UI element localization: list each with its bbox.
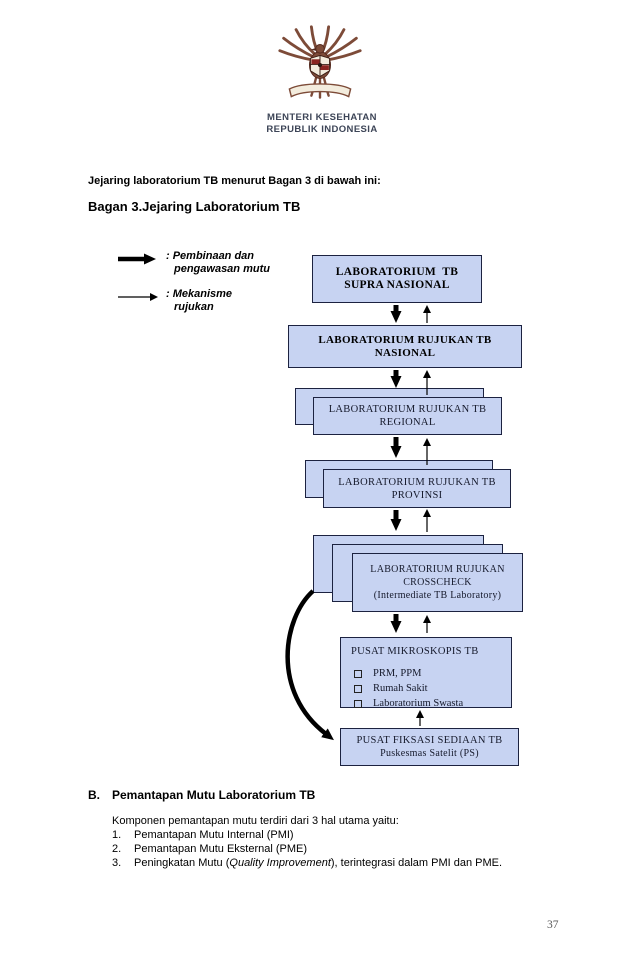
bullet-item-text: PRM, PPM xyxy=(373,668,422,679)
list-item: Rumah Sakit xyxy=(351,681,428,696)
square-bullet-icon xyxy=(354,699,362,708)
garuda-head xyxy=(315,44,325,54)
flow-box-rujukan-crosscheck: LABORATORIUM RUJUKAN CROSSCHECK (Interme… xyxy=(352,553,523,612)
bullet-item-text: Laboratorium Swasta xyxy=(373,698,464,709)
flow-box-rujukan-provinsi: LABORATORIUM RUJUKAN TB PROVINSI xyxy=(323,469,511,508)
list-item: 3.Peningkatan Mutu (Quality Improvement)… xyxy=(112,857,503,869)
list-item-text: Pemantapan Mutu Eksternal (PME) xyxy=(134,843,308,855)
flow-box-supra-nasional: LABORATORIUM TB SUPRA NASIONAL xyxy=(312,255,482,303)
ministry-line2: REPUBLIK INDONESIA xyxy=(266,123,378,135)
square-bullet-icon xyxy=(354,684,362,693)
list-item: PRM, PPM xyxy=(351,666,421,681)
flow-box-pusat-mikroskopis: PUSAT MIKROSKOPIS TB PRM, PPM Rumah Saki… xyxy=(340,637,512,711)
page-number: 37 xyxy=(547,919,559,931)
list-item: 1.Pemantapan Mutu Internal (PMI) xyxy=(112,829,294,841)
list-item-text: Pemantapan Mutu Internal (PMI) xyxy=(134,829,294,841)
intro-text: Jejaring laboratorium TB menurut Bagan 3… xyxy=(88,175,381,187)
list-item-text: Peningkatan Mutu (Quality Improvement), … xyxy=(134,857,503,869)
section-label: B. xyxy=(88,788,100,802)
section-title: Pemantapan Mutu Laboratorium TB xyxy=(112,788,316,802)
section-b-heading: B. Pemantapan Mutu Laboratorium TB xyxy=(88,788,315,802)
ministry-header: MENTERI KESEHATAN REPUBLIK INDONESIA xyxy=(228,112,416,135)
list-item: Laboratorium Swasta xyxy=(351,696,463,711)
box-title: PUSAT MIKROSKOPIS TB xyxy=(351,646,479,657)
garuda-ribbon xyxy=(288,83,352,98)
legend-label-rujukan: : Mekanisme rujukan xyxy=(166,288,233,313)
diagram-heading: Bagan 3.Jejaring Laboratorium TB xyxy=(88,199,301,214)
legend-label-pembinaan: : Pembinaan dan pengawasan mutu xyxy=(166,250,270,275)
garuda-beak xyxy=(310,47,317,51)
square-bullet-icon xyxy=(354,669,362,678)
ministry-line1: MENTERI KESEHATAN xyxy=(267,112,377,123)
flow-box-pusat-fiksasi: PUSAT FIKSASI SEDIAAN TB Puskesmas Satel… xyxy=(340,728,519,766)
section-b-intro: Komponen pemantapan mutu terdiri dari 3 … xyxy=(112,815,399,827)
curved-supervision-arrow-icon xyxy=(285,589,334,741)
bullet-item-text: Rumah Sakit xyxy=(373,683,428,694)
flow-box-rujukan-regional: LABORATORIUM RUJUKAN TB REGIONAL xyxy=(313,397,502,435)
list-item: 2.Pemantapan Mutu Eksternal (PME) xyxy=(112,843,308,855)
garuda-pancasila-emblem xyxy=(278,25,362,99)
flow-box-rujukan-nasional: LABORATORIUM RUJUKAN TB NASIONAL xyxy=(288,325,522,368)
